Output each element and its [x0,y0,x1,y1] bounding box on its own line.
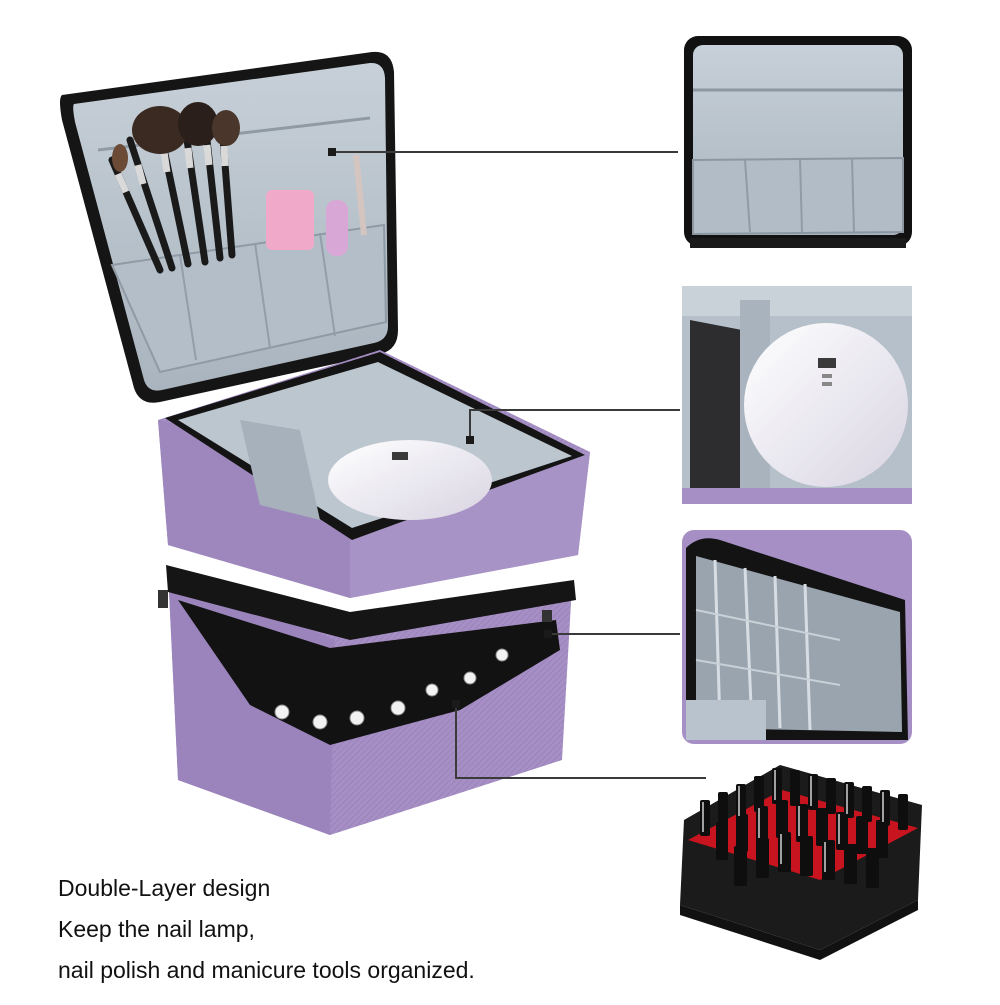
polish-caps-row [274,648,509,730]
nail-lamp-closeup [744,323,908,487]
main-bag [60,51,590,835]
caption-line-3: nail polish and manicure tools organized… [58,957,475,983]
nail-file [326,200,348,256]
folded-tools [690,320,742,495]
mesh-pocket-detail [682,530,912,744]
caption-line-2: Keep the nail lamp, [58,916,255,942]
lower-layer [158,565,576,835]
callout-leader-lines [332,151,706,779]
upper-layer [158,350,590,598]
caption-block: Double-Layer design Keep the nail lamp, … [58,868,618,991]
makeup-brushes [108,102,240,274]
nail-lamp-compartment-detail [682,286,912,504]
nail-polish-rack-detail [680,765,922,960]
nail-lamp [328,440,492,520]
lid-pocket-detail [684,36,912,248]
pink-nail-buffer [266,190,314,250]
open-lid [60,51,398,403]
caption-line-1: Double-Layer design [58,875,271,901]
